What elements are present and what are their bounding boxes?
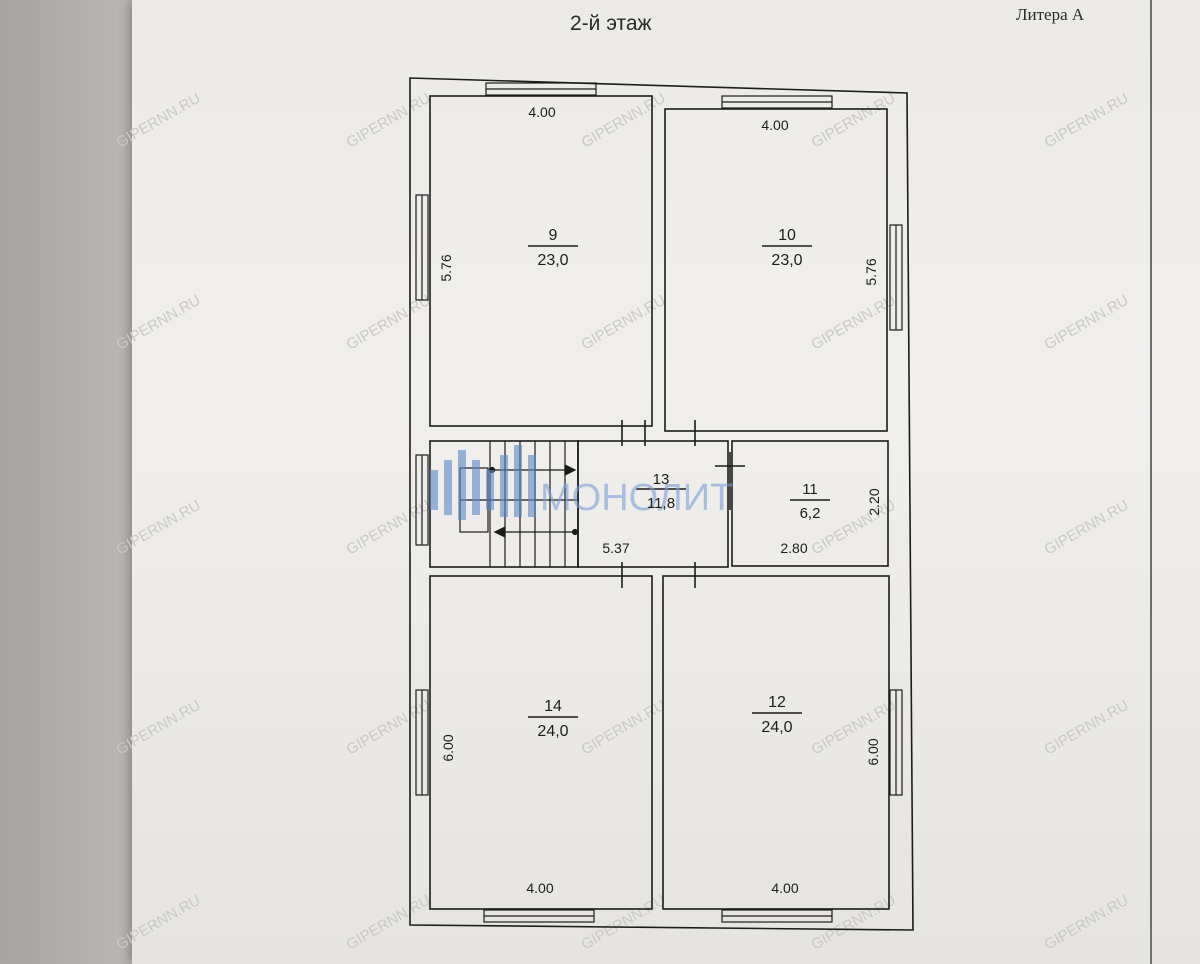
room-11-outline <box>731 440 889 567</box>
room-12-area: 24,0 <box>761 719 792 736</box>
watermark-text: GIPERNN.RU <box>809 697 899 759</box>
room-14-outline <box>429 575 653 910</box>
room-13-outline <box>577 440 729 568</box>
room-9-number: 9 <box>549 227 558 244</box>
watermark-text: GIPERNN.RU <box>1042 697 1132 759</box>
room-14-area: 24,0 <box>537 723 568 740</box>
paper-border-line <box>1150 0 1152 964</box>
watermark-text: GIPERNN.RU <box>114 497 204 559</box>
room-9-outline <box>429 95 653 427</box>
dim-room10-width: 4.00 <box>761 117 788 133</box>
dim-room12-width: 4.00 <box>771 880 798 896</box>
watermark-text: GIPERNN.RU <box>114 292 204 354</box>
dim-room9-length: 5.76 <box>438 254 454 281</box>
watermark-text: GIPERNN.RU <box>809 497 899 559</box>
watermark-text: GIPERNN.RU <box>344 497 434 559</box>
room-12-number: 12 <box>768 694 786 711</box>
watermark-text: GIPERNN.RU <box>1042 90 1132 152</box>
watermark-text: GIPERNN.RU <box>114 697 204 759</box>
watermark-text: GIPERNN.RU <box>579 292 669 354</box>
paper-sheet <box>132 0 1200 964</box>
watermark-text: GIPERNN.RU <box>344 892 434 954</box>
dim-corridor-length: 5.37 <box>602 540 629 556</box>
watermark-text: GIPERNN.RU <box>344 697 434 759</box>
watermark-text: GIPERNN.RU <box>114 90 204 152</box>
dim-room14-length: 6.00 <box>440 734 456 761</box>
dim-room10-length: 5.76 <box>863 258 879 285</box>
background-desk <box>0 0 150 964</box>
litera-label: Литера А <box>1016 5 1085 24</box>
windows <box>415 82 903 923</box>
room-11-number: 11 <box>802 481 818 498</box>
watermark-text: GIPERNN.RU <box>1042 892 1132 954</box>
dim-room11-width: 2.80 <box>780 540 807 556</box>
room-11-area: 6,2 <box>800 505 821 522</box>
room-13-number: 13 <box>653 471 670 488</box>
watermark-text: GIPERNN.RU <box>579 697 669 759</box>
logo-text: МОНОЛИТ <box>540 477 733 519</box>
watermark-text: GIPERNN.RU <box>114 892 204 954</box>
room-10-outline <box>664 108 888 432</box>
room-labels: 9 23,0 10 23,0 13 11,8 11 6,2 14 24,0 12… <box>537 227 820 740</box>
dim-room9-width: 4.00 <box>528 104 555 120</box>
room-14-number: 14 <box>544 698 562 715</box>
watermark-text: GIPERNN.RU <box>344 90 434 152</box>
monolit-logo: МОНОЛИТ <box>430 445 733 520</box>
room-10-area: 23,0 <box>771 252 802 269</box>
watermark-text: GIPERNN.RU <box>1042 292 1132 354</box>
floor-title: 2-й этаж <box>570 12 652 35</box>
watermark-text: GIPERNN.RU <box>1042 497 1132 559</box>
dim-room11-length: 2.20 <box>866 488 882 515</box>
outer-wall <box>409 77 914 931</box>
watermark-text: GIPERNN.RU <box>809 292 899 354</box>
room-12-outline <box>662 575 890 910</box>
room-9-area: 23,0 <box>537 252 568 269</box>
room-13-area: 11,8 <box>647 495 675 512</box>
watermark-text: GIPERNN.RU <box>579 90 669 152</box>
watermark-text: GIPERNN.RU <box>809 90 899 152</box>
dim-room12-length: 6.00 <box>865 738 881 765</box>
watermarks: GIPERNN.RU GIPERNN.RU GIPERNN.RU GIPERNN… <box>114 90 1132 954</box>
room-10-number: 10 <box>778 227 796 244</box>
dimension-labels: 4.00 4.00 5.76 5.76 5.37 2.80 2.20 6.00 … <box>438 104 882 896</box>
watermark-text: GIPERNN.RU <box>344 292 434 354</box>
dim-room14-width: 4.00 <box>526 880 553 896</box>
